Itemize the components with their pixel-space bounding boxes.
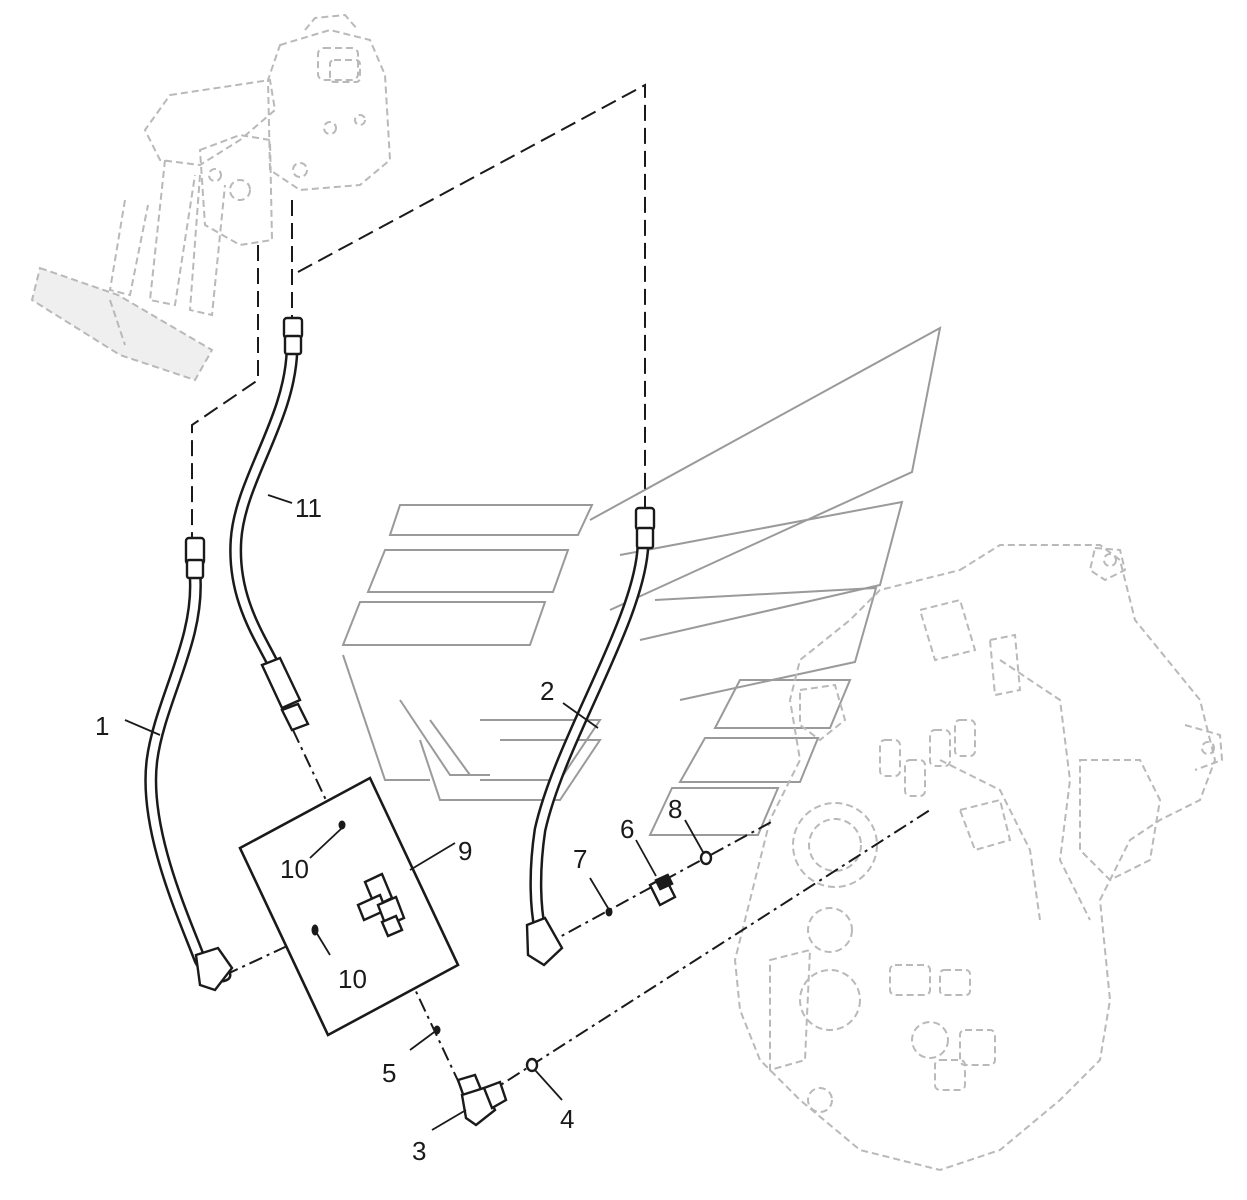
- callout-6: 6: [620, 814, 634, 844]
- background-watermark-logo: [341, 326, 942, 836]
- callout-1: 1: [95, 711, 109, 741]
- hose-11-lower-fitting: [260, 656, 302, 710]
- o-ring-8[interactable]: [699, 850, 713, 866]
- hose-2-lower-elbow: [525, 916, 564, 967]
- transmission-housing: [733, 544, 1224, 1172]
- o-ring-10-upper: [338, 820, 346, 830]
- callout-9: 9: [458, 836, 472, 866]
- callout-10-upper: 10: [280, 854, 309, 884]
- o-ring-7[interactable]: [605, 907, 613, 917]
- elbow-fitting-3[interactable]: [456, 1073, 508, 1127]
- callout-2: 2: [540, 676, 554, 706]
- brake-valve-pedal-assembly: [30, 13, 392, 382]
- callout-11: 11: [295, 493, 322, 523]
- callout-10-lower: 10: [338, 964, 367, 994]
- callout-leaders: [124, 494, 704, 1131]
- callout-labels: 1 11 2 9 10 10 5 3 4 7 6 8: [95, 493, 682, 1166]
- adapter-fitting-6[interactable]: [648, 873, 677, 907]
- hose-2-upper-fitting: [634, 506, 656, 532]
- mounting-plate-9[interactable]: [238, 776, 460, 1037]
- brake-hose-2[interactable]: [525, 506, 656, 967]
- brake-hose-1[interactable]: [144, 536, 234, 992]
- hose-1-lower-elbow: [194, 946, 234, 992]
- callout-5: 5: [382, 1058, 396, 1088]
- tee-fitting: [356, 872, 406, 938]
- o-ring-4[interactable]: [525, 1057, 539, 1073]
- brake-hose-11[interactable]: [229, 316, 310, 732]
- callout-7: 7: [573, 844, 587, 874]
- callout-8: 8: [668, 794, 682, 824]
- callout-4: 4: [560, 1104, 574, 1134]
- callout-3: 3: [412, 1136, 426, 1166]
